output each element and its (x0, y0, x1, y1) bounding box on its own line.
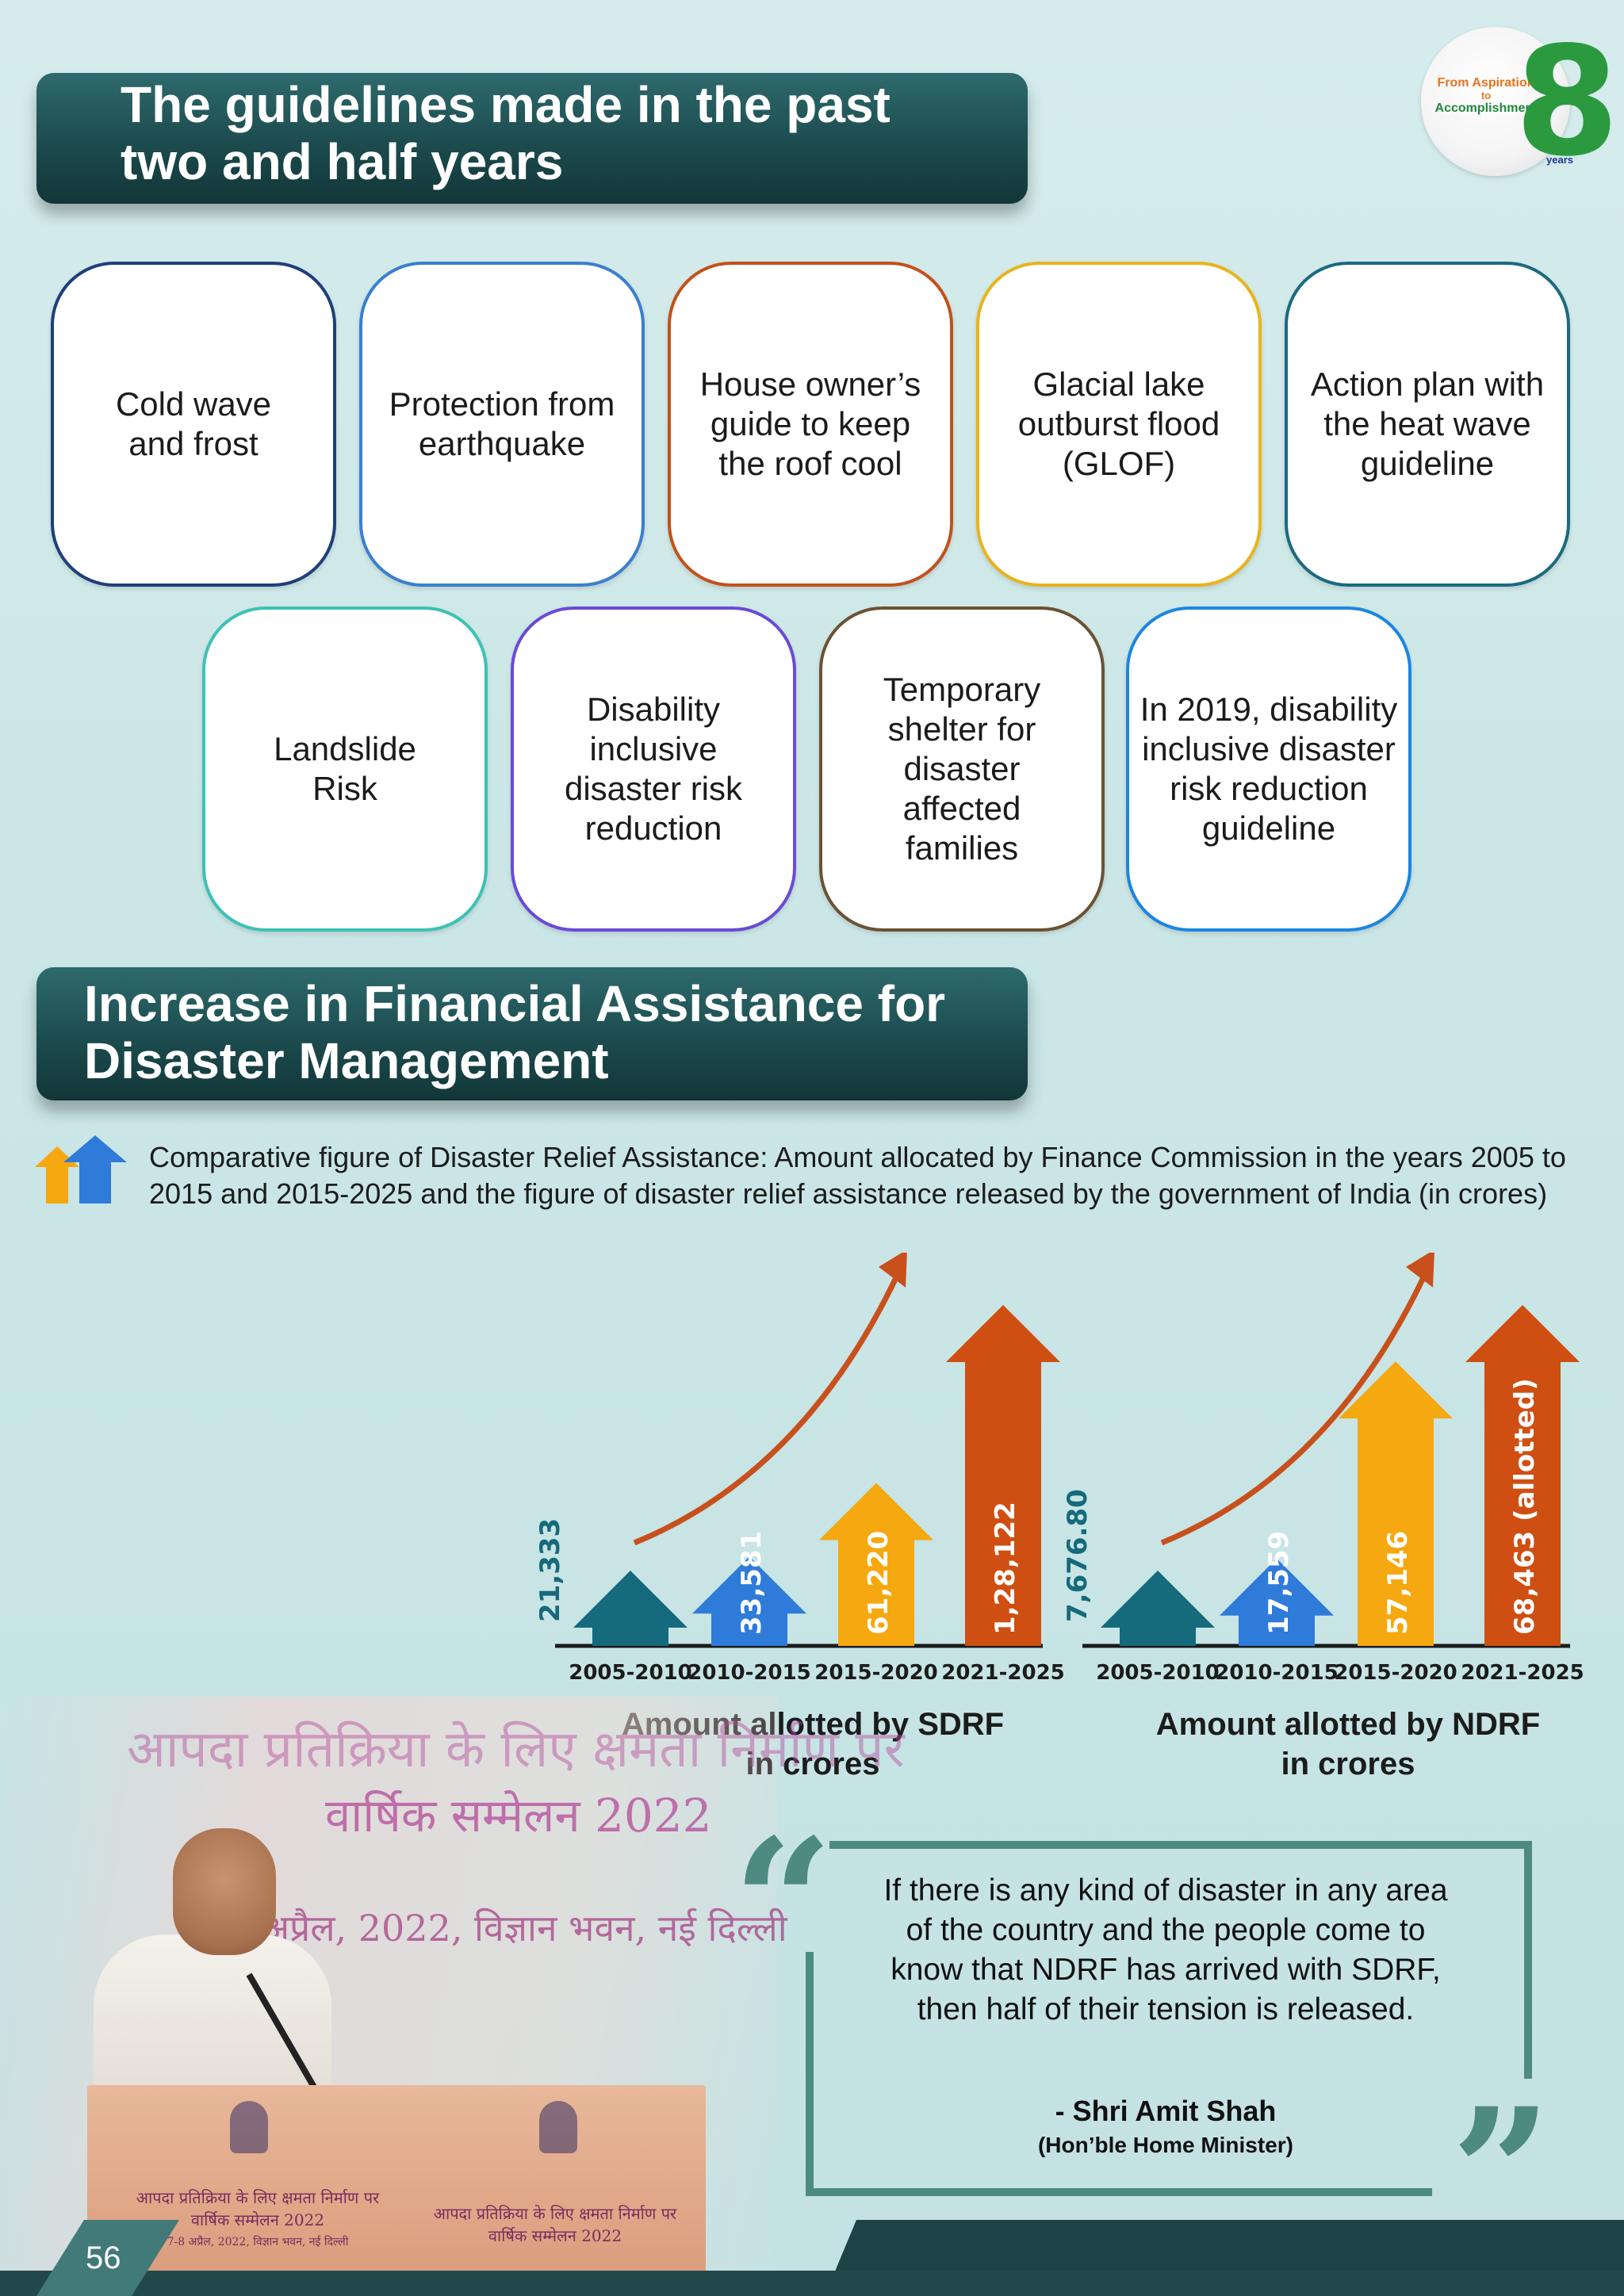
value-label: 7,676.80 (1067, 1489, 1094, 1622)
chart-intro-text: Comparative figure of Disaster Relief As… (149, 1141, 1566, 1210)
bar-arrow (692, 1556, 806, 1646)
value-label: 57,146 (1382, 1531, 1414, 1635)
value-label: 17,559 (1263, 1531, 1295, 1635)
bar-arrow (1339, 1361, 1453, 1646)
guideline-card: Temporary shelter for disaster affected … (819, 607, 1105, 932)
section-title-line2: two and half years (121, 133, 564, 190)
category-label: 2015-2020 (814, 1661, 938, 1685)
category-label: 2015-2020 (1334, 1661, 1457, 1685)
section-title-line1: The guidelines made in the past (121, 76, 891, 133)
guideline-label: In 2019, disability inclusive disaster r… (1139, 691, 1398, 847)
podium-text-line: आपदा प्रतिक्रिया के लिए क्षमता निर्माण प… (433, 2204, 677, 2223)
category-label: 2005-2010 (569, 1661, 692, 1685)
trend-arrow (1160, 1259, 1434, 1546)
value-label: 33,581 (736, 1531, 768, 1635)
photo-banner-text: आपदा प्रतिक्रिया के लिए क्षमता निर्माण प… (127, 1720, 905, 1779)
value-label: 61,220 (863, 1531, 894, 1635)
section-title-financial: Increase in Financial Assistance for Dis… (36, 967, 1028, 1100)
eight-years-logo: From Aspiration to Accomplishment 8 year… (1421, 27, 1619, 178)
ndrf-caption-line2: in crores (1281, 1747, 1415, 1781)
speaker-figure (94, 1934, 331, 2109)
photo-banner-date: अप्रैल, 2022, विज्ञान भवन, नई दिल्ली (262, 1907, 787, 1950)
category-label: 2021-2025 (1461, 1661, 1584, 1685)
value-label: 68,463 (allotted) (1509, 1378, 1541, 1635)
double-up-arrow-icon (35, 1135, 127, 1203)
category-label: 2021-2025 (941, 1661, 1065, 1685)
category-label: 2010-2015 (1215, 1661, 1339, 1685)
guideline-label: Temporary shelter for disaster affected … (883, 671, 1041, 867)
emblem-icon (539, 2101, 577, 2153)
speaker-head (173, 1828, 276, 1955)
guideline-card: Protection from earthquake (359, 262, 645, 587)
sdrf-chart: 2005-2010 21,333 2010-2015 33,581 2015-2020 6… (539, 1253, 1078, 1697)
logo-circle (1421, 27, 1570, 176)
logo-text: From Aspiration to Accomplishment (1431, 76, 1542, 116)
guideline-label: House owner’s guide to keep the roof coo… (699, 365, 921, 482)
bar-arrow (946, 1305, 1060, 1646)
bar-arrow (573, 1571, 688, 1646)
guideline-label: Landslide Risk (274, 730, 416, 807)
ndrf-chart: 2005-2010 7,676.80 2010-2015 17,559 2015-202… (1067, 1253, 1606, 1697)
emblem-icon (230, 2101, 268, 2153)
podium-text-line: वार्षिक सम्मेलन 2022 (488, 2226, 622, 2245)
podium-text-line: वार्षिक सम्मेलन 2022 (190, 2210, 325, 2229)
value-label: 1,28,122 (990, 1502, 1021, 1635)
logo-years: years (1546, 154, 1573, 166)
value-label: 21,333 (539, 1518, 566, 1622)
logo-line3: Accomplishment (1434, 101, 1538, 115)
quote-frame-top (829, 1841, 1532, 1849)
podium-left-text: आपदा प्रतिक्रिया के लिए क्षमता निर्माण प… (103, 2187, 412, 2253)
category-label: 2010-2015 (688, 1661, 811, 1685)
sdrf-chart-svg: 2005-2010 21,333 2010-2015 33,581 2015-2020 6… (539, 1253, 1065, 1685)
guideline-label: Cold wave and frost (115, 385, 272, 462)
quote-text: If there is any kind of disaster in any … (883, 1873, 1448, 2026)
ndrf-chart-svg: 2005-2010 7,676.80 2010-2015 17,559 2015-202… (1067, 1253, 1584, 1685)
bar-arrow (1465, 1305, 1580, 1646)
quote-frame-left (806, 1952, 814, 2196)
guideline-card: Action plan with the heat wave guideline (1285, 262, 1570, 587)
guideline-card: Disability inclusive disaster risk reduc… (511, 607, 796, 932)
logo-line2: to (1480, 90, 1492, 101)
bar-arrow (819, 1483, 933, 1646)
guideline-label: Disability inclusive disaster risk reduc… (564, 691, 743, 847)
trend-arrow (633, 1259, 907, 1546)
trend-arrow-head (1406, 1253, 1434, 1288)
guideline-label: Glacial lake outburst flood (GLOF) (1017, 365, 1220, 482)
quote-frame-right (1524, 1841, 1532, 2079)
logo-number: 8 (1515, 14, 1620, 189)
guideline-card: Cold wave and frost (51, 262, 336, 587)
guideline-card: Landslide Risk (202, 607, 488, 932)
open-quote-icon: “ (733, 1800, 833, 2005)
podium-text-line: 7-8 अप्रैल, 2022, विज्ञान भवन, नई दिल्ली (167, 2236, 349, 2248)
quote-author: - Shri Amit Shah (1055, 2095, 1277, 2127)
logo-line1: From Aspiration (1437, 76, 1535, 90)
quote-frame (806, 1841, 1532, 2196)
section-title-guidelines: The guidelines made in the past two and … (36, 73, 1028, 204)
quote-role: (Hon’ble Home Minister) (1037, 2133, 1293, 2157)
ndrf-caption-line1: Amount allotted by NDRF (1155, 1707, 1541, 1742)
category-label: 2005-2010 (1096, 1661, 1220, 1685)
page-number: 56 (86, 2241, 121, 2275)
podium: आपदा प्रतिक्रिया के लिए क्षमता निर्माण प… (87, 2085, 706, 2296)
section-title-line1: Increase in Financial Assistance for (84, 975, 946, 1032)
quote-frame-bottom (806, 2188, 1432, 2196)
bar-arrow (1220, 1558, 1334, 1646)
guideline-label: Action plan with the heat wave guideline (1310, 365, 1545, 482)
guideline-card: House owner’s guide to keep the roof coo… (668, 262, 953, 587)
guideline-label: Protection from earthquake (389, 385, 615, 462)
photo-banner-text: वार्षिक सम्मेलन 2022 (325, 1789, 712, 1843)
guideline-card: In 2019, disability inclusive disaster r… (1126, 607, 1411, 932)
podium-text-line: आपदा प्रतिक्रिया के लिए क्षमता निर्माण प… (136, 2188, 380, 2207)
ndrf-caption: Amount allotted by NDRF in crores (1118, 1705, 1578, 1784)
bar-arrow (1101, 1571, 1215, 1646)
trend-arrow-head (879, 1253, 907, 1288)
guideline-card: Glacial lake outburst flood (GLOF) (976, 262, 1262, 587)
podium-right-text: आपदा प्रतिक्रिया के लिए क्षमता निर्माण प… (420, 2202, 690, 2247)
section-title-line2: Disaster Management (84, 1032, 609, 1089)
footer-band (0, 2271, 1624, 2296)
